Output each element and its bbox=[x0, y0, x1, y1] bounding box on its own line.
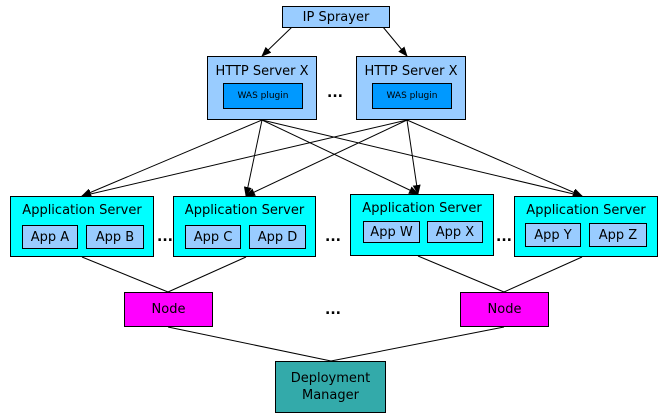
app-label: App D bbox=[257, 229, 298, 245]
app-server-title: Application Server bbox=[184, 203, 305, 218]
manager-line-1: Deployment bbox=[290, 371, 371, 386]
http-server-left: HTTP Server X WAS plugin bbox=[207, 56, 317, 120]
app-b-box: App B bbox=[86, 225, 144, 249]
app-a-box: App A bbox=[22, 225, 78, 249]
http-right-to-app-c bbox=[245, 119, 408, 197]
node-right-to-manager bbox=[330, 326, 505, 362]
app-d-box: App D bbox=[249, 225, 306, 249]
app-w-box: App W bbox=[363, 221, 420, 243]
app-label: App B bbox=[95, 229, 135, 245]
app-label: App A bbox=[30, 229, 70, 245]
app-label: App Z bbox=[598, 227, 638, 243]
http-right-to-app-w bbox=[406, 119, 421, 195]
app-label: App Y bbox=[534, 227, 572, 243]
ellipsis-nodes: ... bbox=[325, 302, 341, 318]
app-y-to-node-right bbox=[503, 256, 583, 293]
http-right-to-app-y bbox=[406, 119, 583, 197]
http-left-to-app-c bbox=[243, 119, 263, 197]
app-x-box: App X bbox=[427, 221, 483, 243]
ip-sprayer-label: IP Sprayer bbox=[302, 9, 370, 25]
ip-sprayer-box: IP Sprayer bbox=[282, 6, 390, 28]
app-server-title: Application Server bbox=[362, 201, 482, 216]
app-label: App W bbox=[370, 224, 413, 240]
http-left-to-app-a bbox=[81, 119, 263, 197]
sprayer-to-http-right bbox=[382, 26, 408, 57]
app-server-4: Application Server App Y App Z bbox=[514, 196, 658, 257]
app-w-to-node-right bbox=[417, 255, 505, 293]
ellipsis-apps-left: ... bbox=[157, 229, 173, 245]
node-left: Node bbox=[124, 292, 213, 327]
app-c-to-node-left bbox=[167, 256, 247, 293]
node-right: Node bbox=[460, 292, 549, 327]
app-y-box: App Y bbox=[525, 223, 581, 247]
http-server-title: HTTP Server X bbox=[215, 64, 309, 79]
deployment-manager-box: Deployment Manager bbox=[275, 361, 386, 413]
app-server-1: Application Server App A App B bbox=[10, 196, 154, 257]
node-label: Node bbox=[487, 302, 522, 317]
was-plugin-box: WAS plugin bbox=[372, 83, 452, 109]
http-server-right: HTTP Server X WAS plugin bbox=[356, 56, 466, 120]
app-a-to-node-left bbox=[81, 256, 169, 293]
manager-line-2: Manager bbox=[302, 388, 359, 403]
http-left-to-app-w bbox=[261, 119, 419, 195]
ellipsis-http: ... bbox=[327, 85, 343, 101]
app-server-3: Application Server App W App X bbox=[350, 194, 494, 256]
ellipsis-apps-right: ... bbox=[496, 229, 512, 245]
app-server-title: Application Server bbox=[22, 203, 142, 218]
node-label: Node bbox=[151, 302, 186, 317]
http-server-title: HTTP Server X bbox=[364, 64, 458, 79]
ellipsis-apps-middle: ... bbox=[325, 229, 341, 245]
app-z-box: App Z bbox=[589, 223, 647, 247]
app-label: App C bbox=[193, 229, 233, 245]
http-right-to-app-a bbox=[81, 119, 408, 198]
was-plugin-box: WAS plugin bbox=[223, 83, 303, 109]
http-left-to-app-y bbox=[261, 119, 583, 198]
app-server-2: Application Server App C App D bbox=[173, 196, 316, 257]
app-label: App X bbox=[435, 224, 475, 240]
was-plugin-label: WAS plugin bbox=[237, 91, 289, 101]
was-plugin-label: WAS plugin bbox=[386, 91, 438, 101]
app-server-title: Application Server bbox=[526, 203, 646, 218]
sprayer-to-http-left bbox=[261, 26, 293, 57]
node-left-to-manager bbox=[167, 326, 332, 362]
app-c-box: App C bbox=[185, 225, 241, 249]
